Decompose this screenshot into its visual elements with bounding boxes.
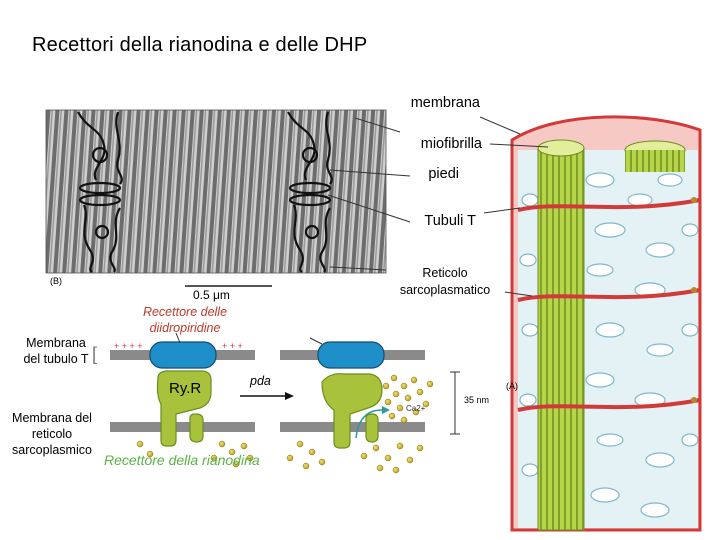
- label-membrana: membrana: [411, 95, 480, 111]
- plus-signs-left: + + + +: [114, 341, 143, 351]
- label-membrana-reticolo-line1: Membrana del: [4, 410, 100, 426]
- electron-micrograph: [46, 110, 386, 286]
- label-membrana-reticolo-line3: sarcoplasmico: [4, 442, 100, 458]
- sr-membrane-right: [280, 422, 425, 432]
- label-dhp-line2: diidropiridine: [120, 320, 250, 336]
- label-tubuli-t: Tubuli T: [424, 213, 476, 229]
- label-ryr: Ry.R: [169, 380, 201, 397]
- label-reticolo-sarcoplasmatico: Reticolo sarcoplasmatico: [380, 265, 510, 299]
- micrograph-panel-label: (B): [50, 276, 62, 286]
- bracket-glyph: [: [92, 344, 97, 365]
- label-piedi: piedi: [428, 166, 459, 182]
- label-membrana-reticolo-line2: reticolo: [4, 426, 100, 442]
- label-pda: pda: [250, 374, 271, 388]
- label-reticolo-line1: Reticolo: [380, 265, 510, 282]
- label-dhp-line1: Recettore delle: [120, 304, 250, 320]
- label-membrana-reticolo: Membrana del reticolo sarcoplasmico: [4, 410, 100, 458]
- plus-signs-right: + + +: [222, 341, 243, 351]
- schematic-panel-label: (A): [506, 381, 518, 391]
- label-membrana-tubulo: Membrana del tubulo T: [12, 335, 100, 367]
- label-miofibrilla: miofibrilla: [421, 136, 482, 152]
- dhp-receptor-right: [318, 342, 384, 368]
- label-rianodina-receptor: Recettore della rianodina: [104, 452, 260, 468]
- label-35nm: 35 nm: [464, 395, 489, 405]
- dhp-receptor-left: [150, 342, 216, 368]
- scale-label: 0.5 μm: [193, 288, 230, 302]
- label-membrana-tubulo-line1: Membrana: [12, 335, 100, 351]
- sr-membrane-left: [110, 422, 255, 432]
- muscle-fiber-illustration: [512, 117, 700, 530]
- label-reticolo-line2: sarcoplasmatico: [380, 282, 510, 299]
- label-ca: Ca2+: [406, 404, 425, 413]
- label-membrana-tubulo-line2: del tubulo T: [12, 351, 100, 367]
- label-dhp-receptor: Recettore delle diidropiridine: [120, 304, 250, 336]
